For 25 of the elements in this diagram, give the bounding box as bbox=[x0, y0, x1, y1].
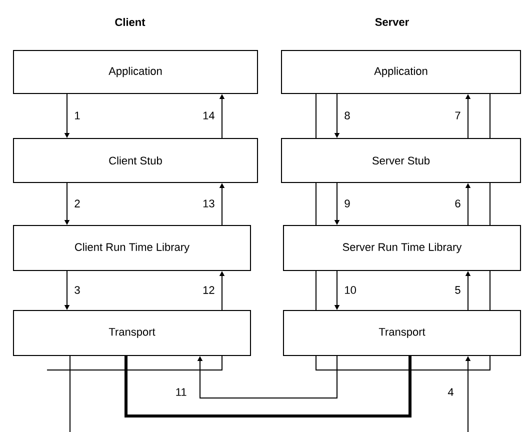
layer-box: Application bbox=[13, 50, 258, 94]
column-title: Server bbox=[375, 18, 409, 26]
layer-box: Transport bbox=[13, 310, 251, 356]
edge-label: 4 bbox=[446, 387, 455, 397]
layer-box: Server Run Time Library bbox=[283, 225, 521, 271]
edge-label: 8 bbox=[343, 110, 352, 120]
edge-label: 9 bbox=[343, 198, 352, 208]
layer-box: Client Stub bbox=[13, 138, 258, 183]
arrow bbox=[197, 356, 338, 398]
edge-label: 10 bbox=[343, 285, 358, 295]
edge-label: 14 bbox=[202, 110, 216, 120]
edge-label: 11 bbox=[174, 387, 188, 397]
layer-box: Client Run Time Library bbox=[13, 225, 251, 271]
edge-label: 2 bbox=[73, 198, 82, 208]
layer-box: Application bbox=[281, 50, 521, 94]
edge-label: 12 bbox=[202, 285, 216, 295]
layer-box: Server Stub bbox=[281, 138, 521, 183]
edge-label: 5 bbox=[454, 285, 462, 295]
edge-label: 1 bbox=[73, 110, 82, 120]
edge-label: 13 bbox=[202, 198, 216, 208]
layer-box: Transport bbox=[283, 310, 521, 356]
edge-label: 7 bbox=[454, 110, 462, 120]
edge-label: 6 bbox=[454, 198, 462, 208]
column-title: Client bbox=[115, 18, 146, 26]
edge-label: 3 bbox=[73, 285, 82, 295]
